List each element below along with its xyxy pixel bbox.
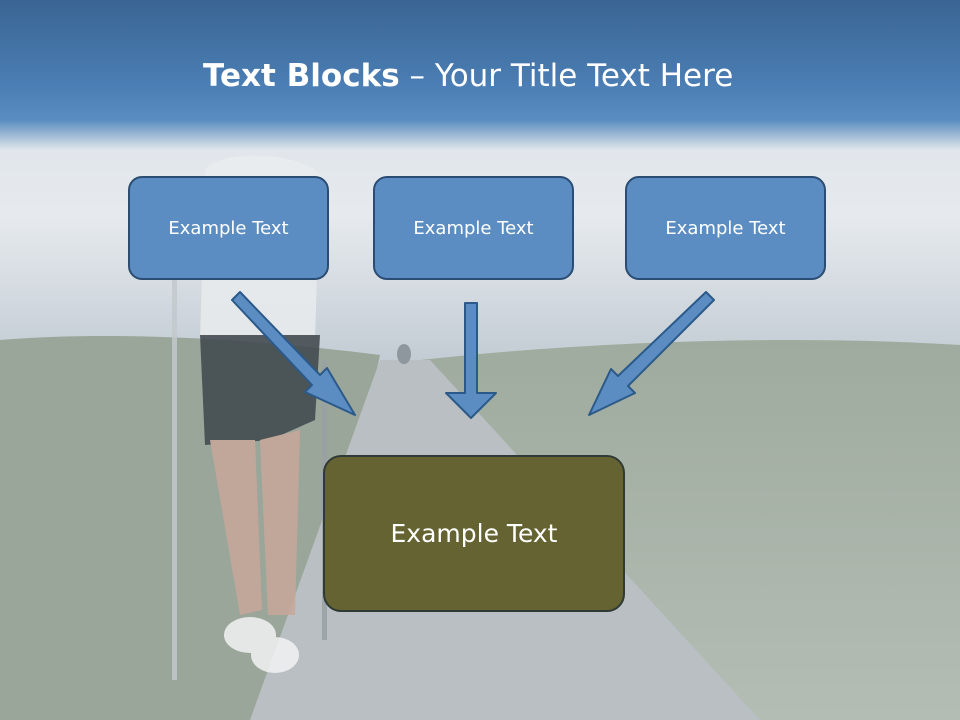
result-box-label: Example Text	[390, 519, 558, 548]
title-dash: –	[399, 58, 435, 94]
slide-title: Text Blocks – Your Title Text Here	[203, 54, 733, 98]
arrow-right	[588, 291, 715, 416]
text-box-left-label: Example Text	[168, 217, 289, 239]
title-rest: Your Title Text Here	[434, 58, 734, 94]
distant-figure	[397, 344, 411, 364]
field-right	[420, 340, 960, 720]
text-box-right-label: Example Text	[665, 217, 786, 239]
title-band	[0, 0, 960, 150]
title-bold: Text Blocks	[203, 58, 400, 94]
arrow-left	[231, 291, 356, 416]
text-box-right[interactable]: Example Text	[625, 176, 826, 280]
text-box-center-label: Example Text	[413, 217, 534, 239]
text-box-left[interactable]: Example Text	[128, 176, 329, 280]
arrow-center	[445, 302, 497, 419]
result-box[interactable]: Example Text	[323, 455, 625, 612]
text-box-center[interactable]: Example Text	[373, 176, 574, 280]
